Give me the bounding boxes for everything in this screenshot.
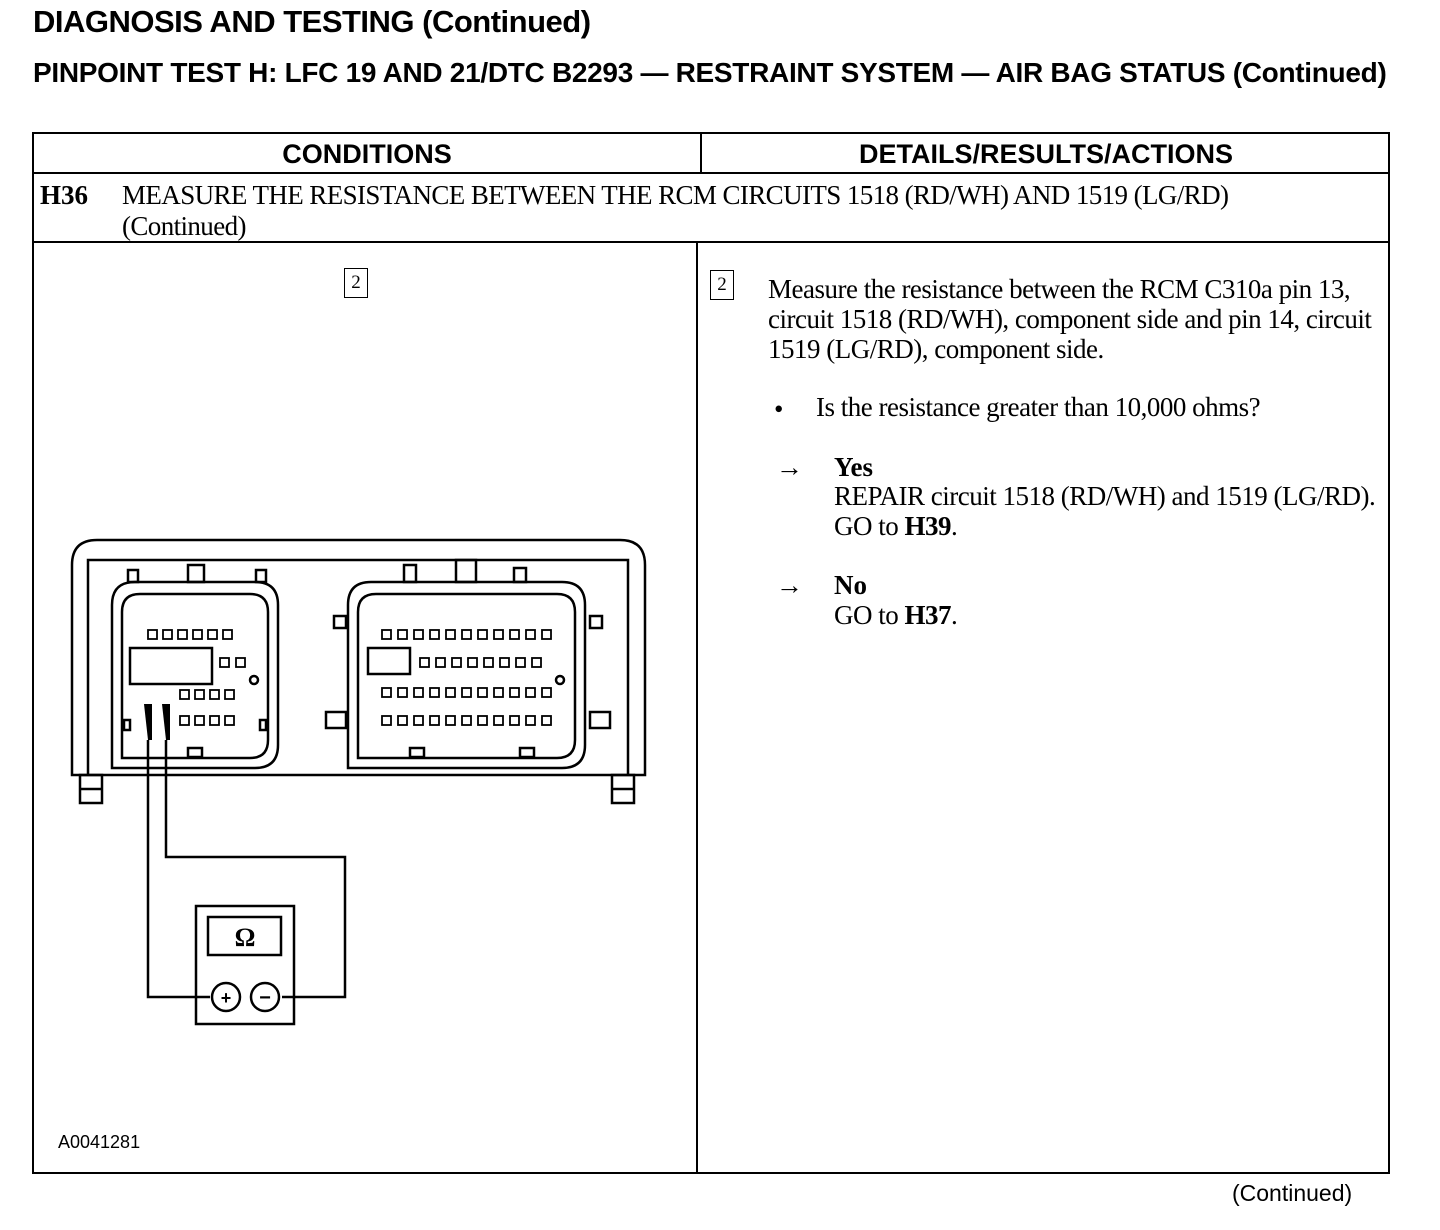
figure-step-number: 2 xyxy=(344,268,368,298)
col-header-conditions: CONDITIONS xyxy=(282,139,452,169)
continued-note: (Continued) xyxy=(1232,1180,1353,1206)
no-step-ref[interactable]: H37 xyxy=(904,600,952,630)
arrow-icon: → xyxy=(776,452,803,482)
step-id: H36 xyxy=(40,180,89,210)
procedure-table: CONDITIONS DETAILS/RESULTS/ACTIONS H36 M… xyxy=(32,132,1390,1174)
yes-action: REPAIR circuit 1518 (RD/WH) and 1519 (LG… xyxy=(834,481,1376,541)
yes-label: Yes xyxy=(834,452,873,482)
detail-step-number: 2 xyxy=(710,270,734,300)
question-text: Is the resistance greater than 10,000 oh… xyxy=(816,392,1261,422)
col-divider-body xyxy=(696,242,698,1174)
col-divider-header xyxy=(700,134,702,172)
figure-id: A0041281 xyxy=(58,1132,141,1152)
page-header: DIAGNOSIS AND TESTING (Continued) xyxy=(33,4,591,39)
col-header-details: DETAILS/RESULTS/ACTIONS xyxy=(858,139,1233,169)
no-label: No xyxy=(834,570,867,600)
row-divider-2 xyxy=(34,241,1388,243)
no-action: GO to H37. xyxy=(834,600,958,630)
bullet: • xyxy=(774,394,784,424)
instruction-text: Measure the resistance between the RCM C… xyxy=(768,274,1372,364)
pinpoint-test-title: PINPOINT TEST H: LFC 19 AND 21/DTC B2293… xyxy=(33,57,1387,88)
yes-step-ref[interactable]: H39 xyxy=(904,511,952,541)
step-title: MEASURE THE RESISTANCE BETWEEN THE RCM C… xyxy=(122,180,1229,241)
row-divider-1 xyxy=(34,172,1388,174)
arrow-icon: → xyxy=(776,570,803,600)
